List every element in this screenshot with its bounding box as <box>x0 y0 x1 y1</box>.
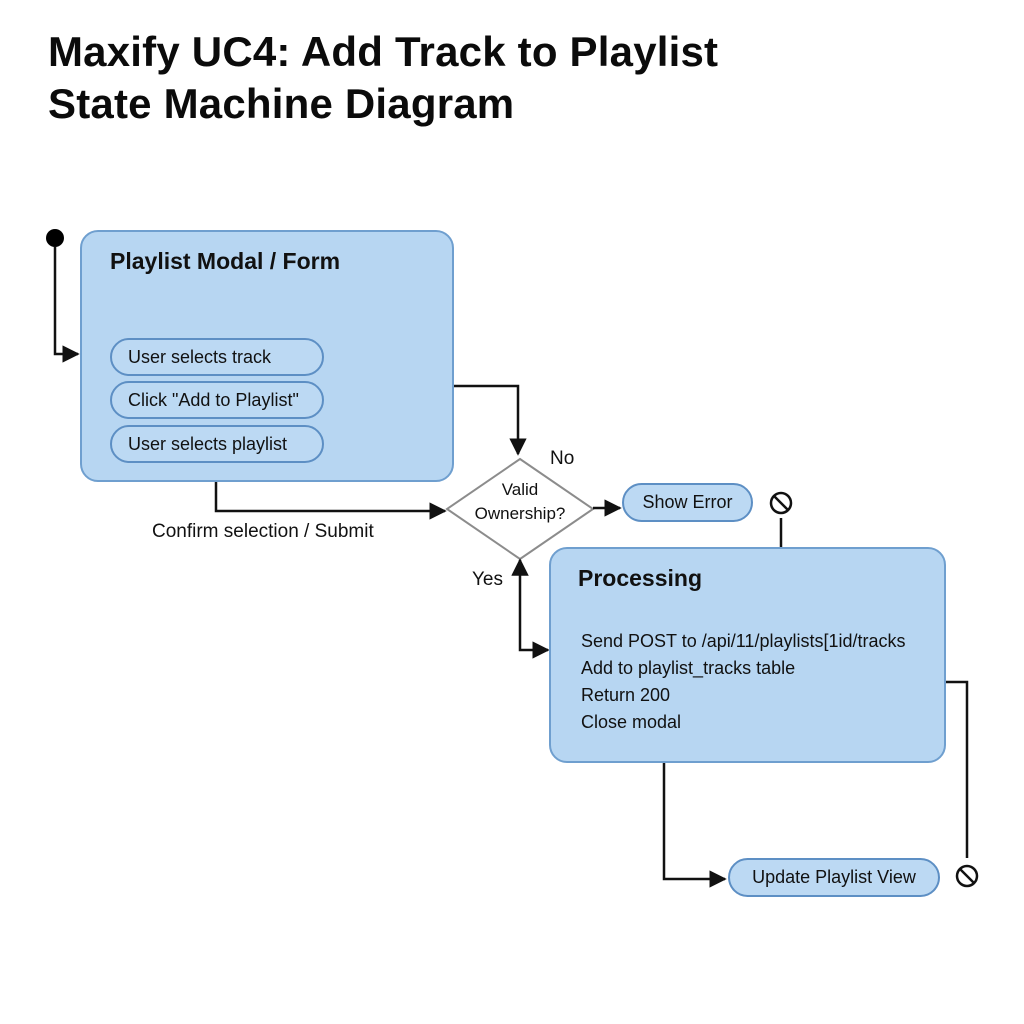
processing-action-return-200: Return 200 <box>581 685 671 705</box>
processing-state: Processing Send POST to /api/11/playlist… <box>549 547 946 763</box>
initial-state-dot <box>46 229 64 247</box>
step-user-selects-track: User selects track <box>110 338 324 376</box>
processing-title: Processing <box>578 565 702 591</box>
processing-action-close-modal: Close modal <box>581 712 682 732</box>
decision-line-2: Ownership? <box>474 504 566 523</box>
processing-to-update-transition <box>662 763 727 888</box>
show-error-state: Show Error <box>622 483 753 522</box>
diagram-title: Maxify UC4: Add Track to Playlist State … <box>48 26 718 130</box>
initial-transition <box>53 247 80 363</box>
submit-transition-label: Confirm selection / Submit <box>152 521 374 542</box>
step-user-selects-playlist: User selects playlist <box>110 425 324 463</box>
submit-transition <box>214 482 447 520</box>
yes-transition <box>511 558 550 659</box>
processing-action-add-to-table: Add to playlist_tracks table <box>581 658 796 678</box>
termination-icon-final <box>955 864 979 888</box>
termination-icon-error <box>769 491 793 515</box>
decision-line-1: Valid <box>501 480 539 499</box>
step-click-add-to-playlist: Click "Add to Playlist" <box>110 381 324 419</box>
form-to-decision-top-connector <box>454 384 527 456</box>
diagram-title-line-2: State Machine Diagram <box>48 80 515 127</box>
no-branch-label: No <box>550 448 575 469</box>
update-playlist-view-state: Update Playlist View <box>728 858 940 897</box>
yes-branch-label: Yes <box>472 569 503 590</box>
processing-final-connector <box>946 680 969 858</box>
decision-text: Valid Ownership? <box>448 478 592 526</box>
diagram-title-line-1: Maxify UC4: Add Track to Playlist <box>48 28 719 75</box>
processing-action-send-post: Send POST to /api/11/playlists[1id/track… <box>581 631 906 651</box>
playlist-modal-title: Playlist Modal / Form <box>110 248 341 274</box>
playlist-modal-state: Playlist Modal / Form User selects track… <box>80 230 454 482</box>
